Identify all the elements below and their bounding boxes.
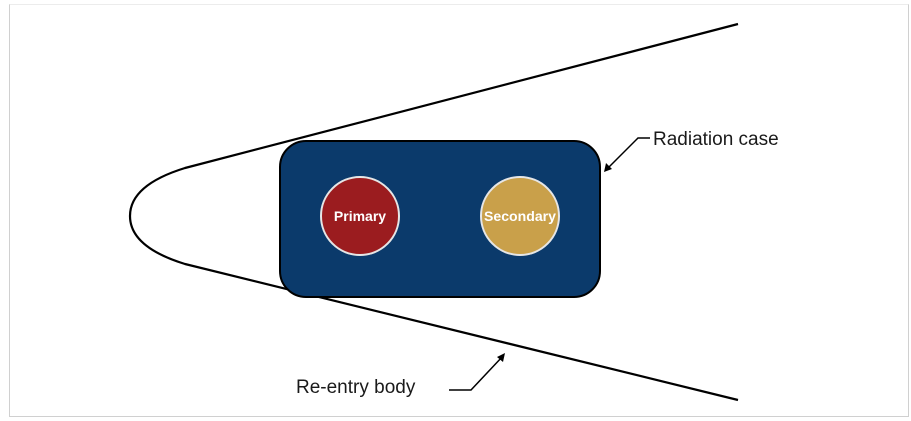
diagram-frame (9, 4, 909, 417)
primary-circle (320, 176, 400, 256)
secondary-circle (480, 176, 560, 256)
reentry-body-outline (128, 22, 739, 402)
reentry-body-arrowhead (497, 353, 505, 362)
secondary-label: Secondary (484, 208, 556, 224)
radiation-case-arrowhead (604, 163, 612, 172)
radiation-case-label: Radiation case (653, 129, 779, 150)
primary-label: Primary (334, 208, 386, 224)
radiation-case-leader (605, 137, 650, 171)
reentry-body-label: Re-entry body (296, 377, 416, 398)
reentry-body-leader (449, 355, 504, 391)
